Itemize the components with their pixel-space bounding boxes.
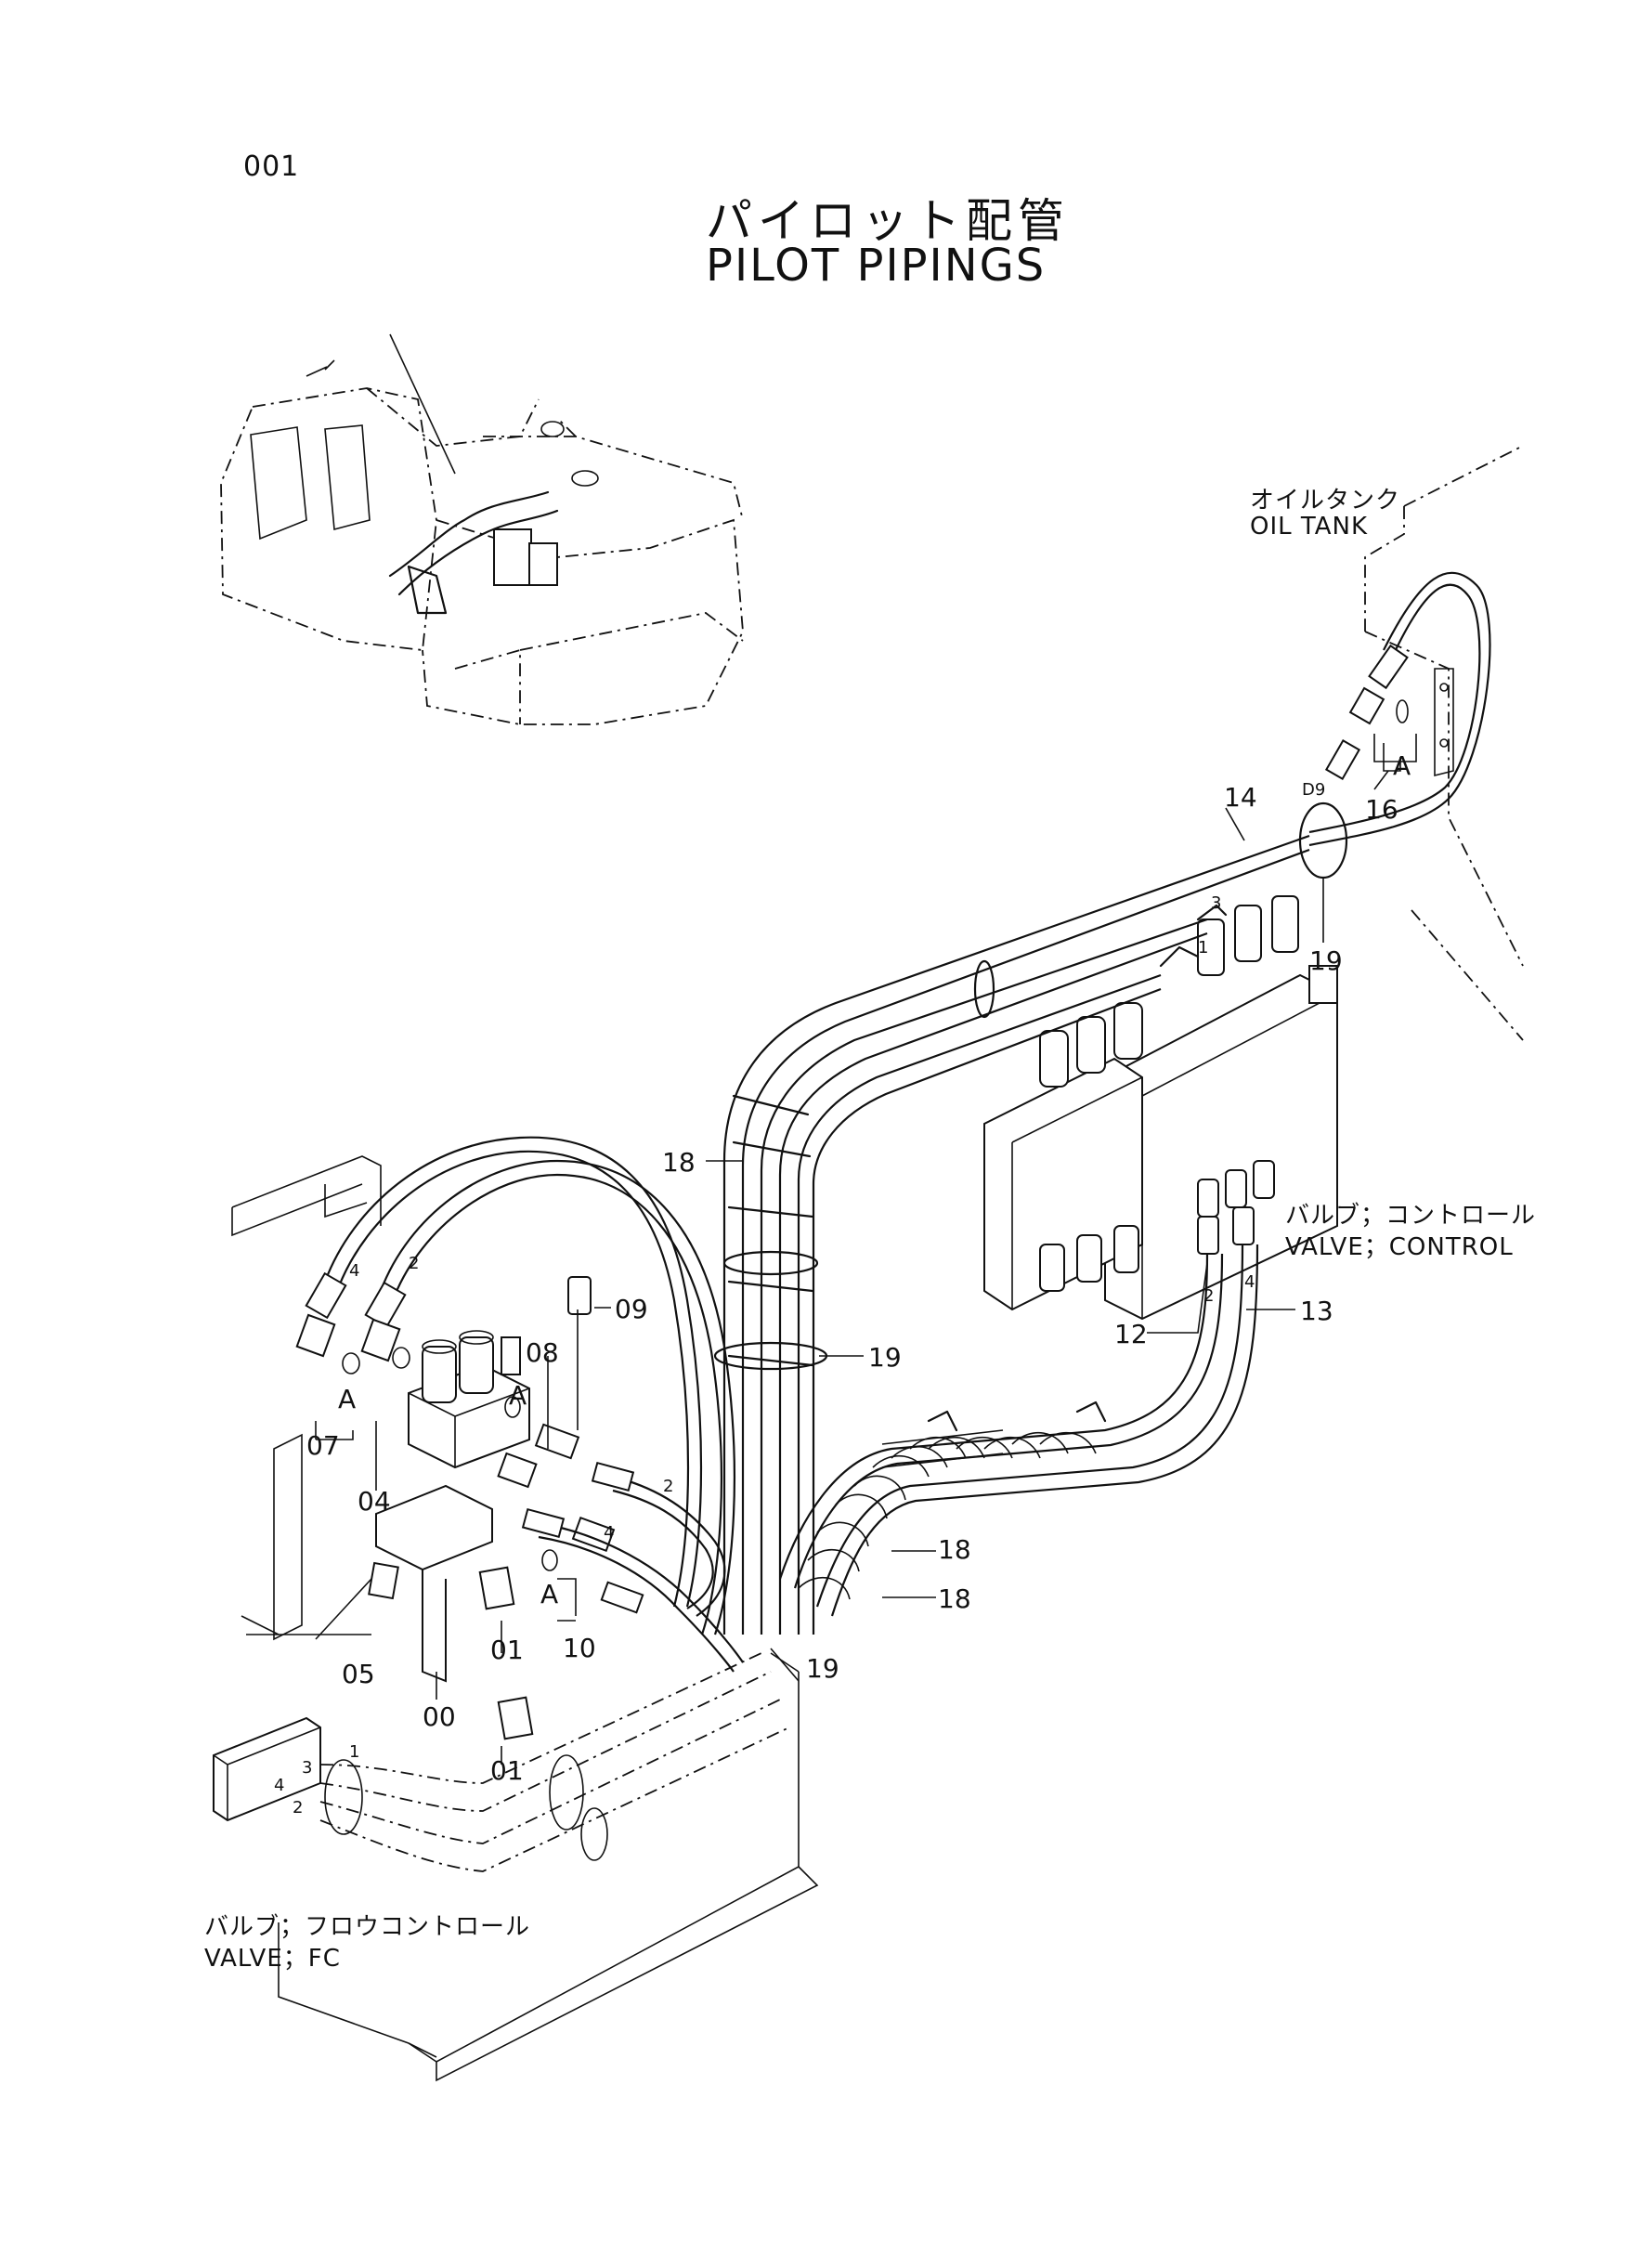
callout-19-mid: 19 [868,1342,902,1373]
group-mark-a-tank: A [1393,750,1411,781]
fc-port-mark-3: 3 [302,1758,313,1778]
valve-block-drawing [368,1276,616,1740]
port-mark-2-left: 2 [409,1254,420,1273]
callout-05: 05 [342,1659,375,1689]
fc-valve-label-en: VALVE；FC [204,1945,341,1973]
callout-18-upper: 18 [662,1147,696,1178]
callout-18-lower-b: 18 [938,1583,971,1614]
excavator-overview-drawing [220,333,744,725]
control-valve-label-en: VALVE；CONTROL [1285,1233,1514,1261]
fc-port-mark-2: 2 [293,1798,304,1818]
left-pilot-hoses [295,1136,735,1635]
port-mark-1-valve: 1 [1198,938,1209,958]
port-mark-3-valve: 3 [1211,893,1222,913]
control-valve-drawing [983,895,1338,1321]
port-mark-4-center: 4 [604,1523,615,1543]
callout-d9: D9 [1302,780,1326,800]
lower-hose-bundle [778,1206,1259,1617]
callout-01-upper: 01 [490,1635,524,1665]
main-vertical-hoses [713,834,1310,1635]
port-mark-2-right: 2 [1203,1286,1215,1306]
oil-tank-drawing [1298,445,1524,1041]
callout-16: 16 [1365,794,1398,825]
callout-19-bottom: 19 [806,1653,839,1684]
callout-12: 12 [1114,1319,1148,1349]
callout-13: 13 [1300,1296,1333,1326]
group-mark-a-left: A [338,1384,357,1414]
callout-01-lower: 01 [490,1755,524,1786]
diagram-title-english: PILOT PIPINGS [706,240,1047,292]
port-mark-4-left: 4 [349,1261,360,1281]
group-mark-a-lower: A [540,1579,559,1609]
oil-tank-label-jp: オイルタンク [1250,487,1401,515]
control-valve-label-jp: バルブ；コントロール [1285,1202,1537,1230]
callout-18-lower-a: 18 [938,1534,971,1565]
callout-10: 10 [563,1633,596,1663]
fc-valve-label-jp: バルブ；フロウコントロール [204,1913,531,1941]
fc-valve-drawing [213,1652,790,1872]
callout-07: 07 [306,1430,340,1461]
diagram-title-japanese: パイロット配管 [706,194,1070,248]
fc-port-mark-4: 4 [274,1776,285,1795]
callout-leader-lines [315,743,1401,1765]
port-mark-4-right: 4 [1244,1272,1255,1292]
callout-19-top: 19 [1309,945,1343,976]
port-mark-2-center: 2 [663,1477,674,1496]
callout-00: 00 [423,1701,456,1732]
callout-04: 04 [358,1486,391,1517]
center-hose-bundle [521,1461,744,1673]
callout-14: 14 [1224,782,1257,813]
callout-08: 08 [526,1337,559,1368]
oil-tank-label-en: OIL TANK [1250,513,1369,541]
group-mark-a-mid: A [509,1380,527,1411]
callout-09: 09 [615,1294,648,1324]
fc-port-mark-1: 1 [349,1742,360,1762]
page-number: 001 [243,150,300,183]
